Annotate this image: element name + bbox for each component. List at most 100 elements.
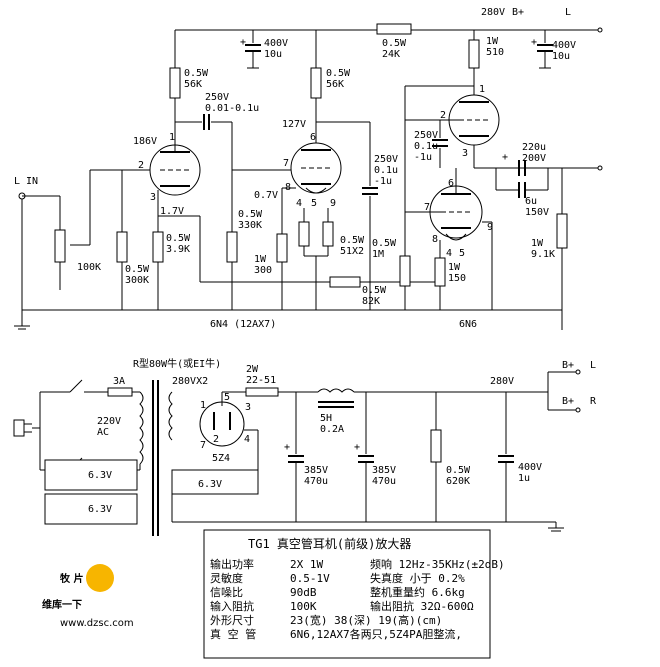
pin-2: 2 [138,160,144,171]
cathode-voltage-1: 1.7V [160,206,184,217]
anode-resistor-1 [169,67,181,99]
spec-cell-1-2: 失真度 小于 0.2% [370,571,465,585]
secondary-label: 280VX2 [172,376,208,387]
heater-resistor-b [322,221,334,247]
bleeder-resistor [430,429,442,463]
pin-q1: 1 [479,84,485,95]
watermark-logo: 维库一下 [42,598,82,611]
watermark: 牧 片 维库一下 www.dzsc.com [42,564,134,629]
rectifier-pin-1: 1 [200,400,206,411]
spec-cell-0-0: 输出功率 [210,557,254,571]
left-output: L [590,360,596,371]
plus-sign-2: + [531,37,537,48]
rectifier-pin-2: 2 [213,434,219,445]
spec-cell-0-1: 2X 1W [290,558,323,571]
pin-5: 5 [311,198,317,209]
feedback-resistor [329,276,361,288]
pin-1: 1 [169,132,175,143]
rectifier-pin-5: 5 [224,392,230,403]
psu-rail-label: 280V [490,376,514,387]
bplus-left: B+ [562,360,574,371]
rail-voltage-label: 280V [481,7,505,18]
heater-winding-3-label: 6.3V [198,479,222,490]
left-channel-label: L [565,7,571,18]
fuse [107,387,133,397]
spec-cell-5-0: 真 空 管 [210,627,256,641]
heater-resistor-a [298,221,310,247]
volume-pot-label: 100K [77,262,101,273]
spec-cell-2-2: 整机重量约 6.6kg [370,585,465,599]
rectifier-tube-label: 5Z4 [212,453,230,464]
cathode-resistor-3 [434,257,446,287]
heater-winding-1 [44,459,138,491]
pin-3: 3 [150,192,156,203]
cathode-voltage-2: 0.7V [254,190,278,201]
pin-q5: 5 [459,248,465,259]
spec-cell-1-0: 灵敏度 [210,571,243,585]
anode-voltage-1: 186V [133,136,157,147]
heater-winding-2 [44,493,138,525]
cathode-resistor-1 [152,231,164,263]
cathode-resistor-2 [276,233,288,263]
spec-cell-0-2: 频响 12Hz-35KHz(±2dB) [370,557,505,571]
spec-cell-3-0: 输入阻抗 [210,599,254,613]
output-resistor [556,213,568,249]
tube1-label: 6N4 (12AX7) [210,319,276,330]
pin-q7: 7 [424,202,430,213]
pin-q2: 2 [440,110,446,121]
bplus-right: B+ [562,396,574,407]
spec-cell-2-0: 信噪比 [210,586,243,599]
bplus-label: B+ [512,7,524,18]
spec-title: TG1 真空管耳机(前级)放大器 [248,536,411,551]
pin-q4: 4 [446,248,452,259]
anode-voltage-2: 127V [282,119,306,130]
psu-plus-2: + [354,442,360,453]
pin-q8: 8 [432,234,438,245]
pin-6: 6 [310,132,316,143]
fuse-label: 3A [113,376,125,387]
watermark-emblem-icon [86,564,114,592]
mains-plug [13,419,25,437]
pin-7: 7 [283,158,289,169]
spec-cell-4-0: 外形尺寸 [210,613,254,627]
watermark-brand: 牧 片 [60,572,83,585]
rectifier-tube-5z4 [199,401,245,447]
spec-cell-3-2: 输出阻抗 32Ω-600Ω [370,599,474,613]
input-label: L IN [14,176,38,187]
drop-resistor [376,23,412,35]
pin-q3: 3 [462,148,468,159]
rectifier-pin-4: 4 [244,434,250,445]
spec-cell-3-1: 100K [290,600,317,613]
psu-plus-1: + [284,442,290,453]
pin-4: 4 [296,198,302,209]
plus-sign: + [240,37,246,48]
grid-resistor-2 [226,231,238,263]
rectifier-pin-3: 3 [245,402,251,413]
spec-cell-5-1: 6N6,12AX7各两只,5Z4PA胆整流, [290,627,462,641]
